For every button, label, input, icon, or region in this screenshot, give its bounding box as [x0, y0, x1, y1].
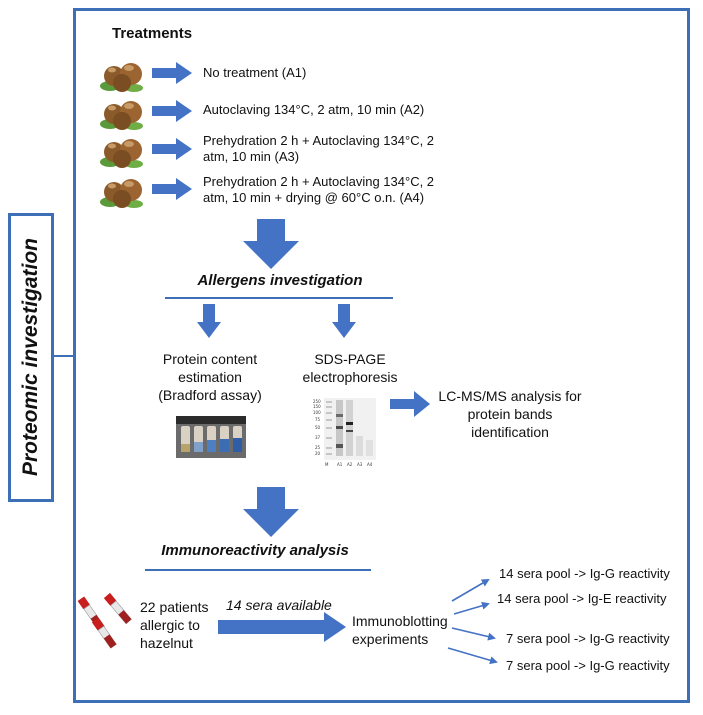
outcome-arrow-2 — [453, 601, 490, 615]
svg-text:25: 25 — [315, 445, 321, 450]
svg-text:37: 37 — [315, 435, 321, 440]
lcms-arrow — [390, 391, 430, 417]
outcome-arrow-3 — [451, 627, 496, 641]
treatment-arrow — [152, 62, 192, 84]
svg-text:A3: A3 — [357, 462, 363, 467]
hazelnut-icon — [100, 179, 143, 208]
side-frame — [8, 213, 54, 502]
outcome-arrow-1 — [451, 578, 490, 602]
svg-text:20: 20 — [315, 451, 321, 456]
svg-text:A4: A4 — [367, 462, 373, 467]
treatment-a1: No treatment (A1) — [203, 65, 307, 80]
treatment-a2: Autoclaving 134°C, 2 atm, 10 min (A2) — [203, 102, 425, 117]
down-arrow-small — [197, 304, 221, 338]
treatment-arrow — [152, 138, 192, 160]
bradford-assay-image — [176, 416, 246, 458]
outcome-3: 7 sera pool -> Ig-G reactivity — [506, 631, 670, 646]
allergens-rule — [165, 297, 393, 299]
sera-arrow — [218, 612, 346, 642]
treatment-arrow — [152, 100, 192, 122]
svg-text:150: 150 — [313, 404, 321, 409]
svg-text:A1: A1 — [337, 462, 343, 467]
hazelnut-icon — [100, 139, 143, 168]
outcome-1: 14 sera pool -> Ig-G reactivity — [499, 566, 670, 581]
svg-text:50: 50 — [315, 425, 321, 430]
connector-line — [54, 355, 73, 357]
treatments-title: Treatments — [112, 25, 193, 42]
outcome-4: 7 sera pool -> Ig-G reactivity — [506, 658, 670, 673]
sera-available-label: 14 sera available — [226, 597, 332, 613]
main-frame — [73, 8, 690, 703]
immunoreactivity-title: Immunoreactivity analysis — [161, 542, 349, 559]
down-arrow-large — [243, 487, 299, 537]
blood-tube-icon — [77, 592, 132, 649]
down-arrow-small — [332, 304, 356, 338]
svg-text:A2: A2 — [347, 462, 353, 467]
svg-text:100: 100 — [313, 410, 321, 415]
hazelnut-icon — [100, 63, 143, 92]
immunoreactivity-rule — [145, 569, 371, 571]
svg-text:75: 75 — [315, 417, 321, 422]
svg-text:250: 250 — [313, 399, 321, 404]
outcome-arrow-4 — [447, 647, 498, 665]
svg-text:M: M — [325, 462, 329, 467]
allergens-title: Allergens investigation — [197, 272, 363, 289]
down-arrow-large — [243, 219, 299, 269]
hazelnut-icon — [100, 101, 143, 130]
outcome-2: 14 sera pool -> Ig-E reactivity — [497, 591, 667, 606]
treatment-arrow — [152, 178, 192, 200]
